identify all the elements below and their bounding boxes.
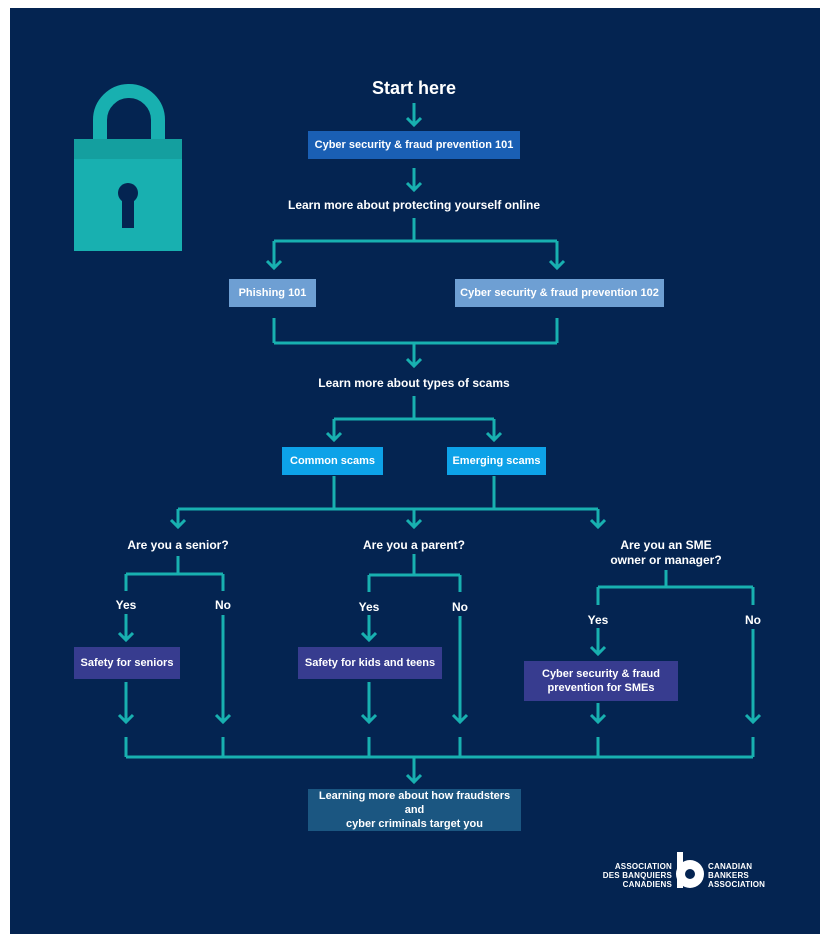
start-label: Start here xyxy=(371,78,457,98)
box-sme-prevention[interactable]: Cyber security & fraud prevention for SM… xyxy=(524,661,678,701)
logo-fr-line2: DES BANQUIERS xyxy=(602,871,672,880)
logo-en-line3: ASSOCIATION xyxy=(708,880,766,889)
logo-fr-line1: ASSOCIATION xyxy=(614,862,672,871)
logo-en-line2: BANKERS xyxy=(708,871,749,880)
logo-text-english: CANADIAN BANKERS ASSOCIATION xyxy=(708,862,778,889)
logo-fr-line3: CANADIENS xyxy=(622,880,672,889)
sme-no-label: No xyxy=(745,613,761,627)
box-cyber-102[interactable]: Cyber security & fraud prevention 102 xyxy=(455,279,664,307)
box-emerging-scams[interactable]: Emerging scams xyxy=(447,447,546,475)
parent-no-label: No xyxy=(452,600,468,614)
final-box-line2: cyber criminals target you xyxy=(346,818,483,830)
sme-yes-label: Yes xyxy=(587,613,609,627)
padlock-icon xyxy=(74,84,182,251)
logo-en-line1: CANADIAN xyxy=(708,862,753,871)
question-sme: Are you an SME owner or manager? xyxy=(586,538,746,568)
box-cyber-101[interactable]: Cyber security & fraud prevention 101 xyxy=(308,131,520,159)
box-safety-seniors[interactable]: Safety for seniors xyxy=(74,647,180,679)
question-sme-line2: owner or manager? xyxy=(610,553,722,567)
box-common-scams[interactable]: Common scams xyxy=(282,447,383,475)
senior-yes-label: Yes xyxy=(115,598,137,612)
sme-box-line2: prevention for SMEs xyxy=(547,682,655,694)
final-box-line1: Learning more about how fraudsters and xyxy=(318,790,511,816)
parent-yes-label: Yes xyxy=(358,600,380,614)
logo-text-french: ASSOCIATION DES BANQUIERS CANADIENS xyxy=(600,862,672,889)
cba-b-logo-icon xyxy=(676,852,704,888)
label-learn-online: Learn more about protecting yourself onl… xyxy=(287,198,541,212)
question-sme-line1: Are you an SME xyxy=(620,538,712,552)
box-safety-kids[interactable]: Safety for kids and teens xyxy=(298,647,442,679)
box-phishing-101[interactable]: Phishing 101 xyxy=(229,279,316,307)
senior-no-label: No xyxy=(215,598,231,612)
box-final-learning[interactable]: Learning more about how fraudsters and c… xyxy=(308,789,521,831)
question-parent: Are you a parent? xyxy=(362,538,466,552)
label-learn-scams: Learn more about types of scams xyxy=(318,376,510,390)
question-senior: Are you a senior? xyxy=(127,538,229,552)
sme-box-line1: Cyber security & fraud xyxy=(542,668,660,680)
